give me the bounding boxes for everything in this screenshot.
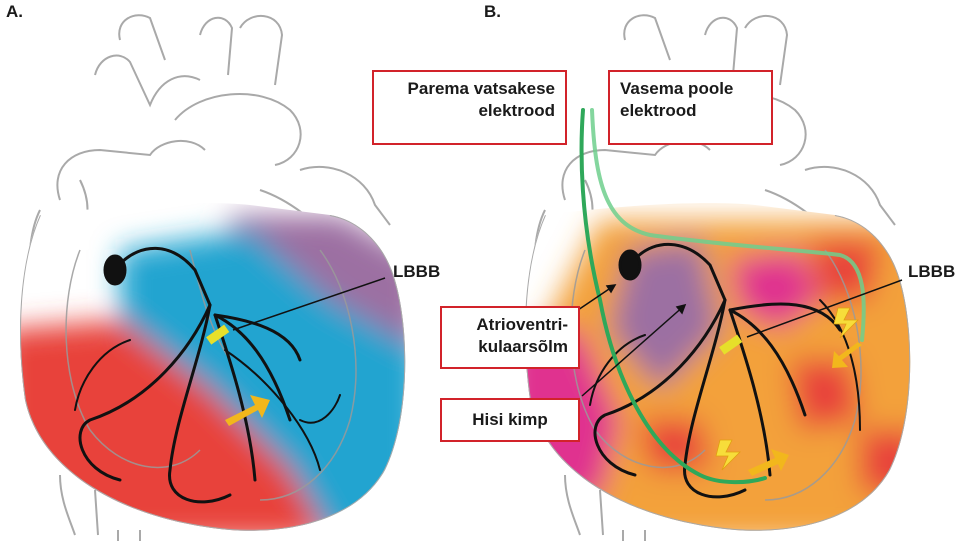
right-ventricle-electrode-line1: Parema vatsakese [384, 78, 555, 100]
lbbb-label-b: LBBB [908, 262, 955, 282]
his-bundle-label: Hisi kimp [452, 409, 568, 431]
right-ventricle-electrode-line2: elektrood [384, 100, 555, 122]
lbbb-label-a: LBBB [393, 262, 440, 282]
left-side-electrode-line1: Vasema poole [620, 78, 761, 100]
his-bundle-callout: Hisi kimp [440, 398, 580, 442]
heart-a-activation-map [0, 180, 430, 541]
panel-letter-b: B. [484, 2, 501, 22]
right-ventricle-electrode-callout: Parema vatsakese elektrood [372, 70, 567, 145]
av-node-line2: kulaarsõlm [452, 336, 568, 358]
left-side-electrode-callout: Vasema poole elektrood [608, 70, 773, 145]
av-node-line1: Atrioventri- [452, 314, 568, 336]
panel-letter-a: A. [6, 2, 23, 22]
left-side-electrode-line2: elektrood [620, 100, 761, 122]
av-node-callout: Atrioventri- kulaarsõlm [440, 306, 580, 369]
heart-a [0, 15, 430, 541]
